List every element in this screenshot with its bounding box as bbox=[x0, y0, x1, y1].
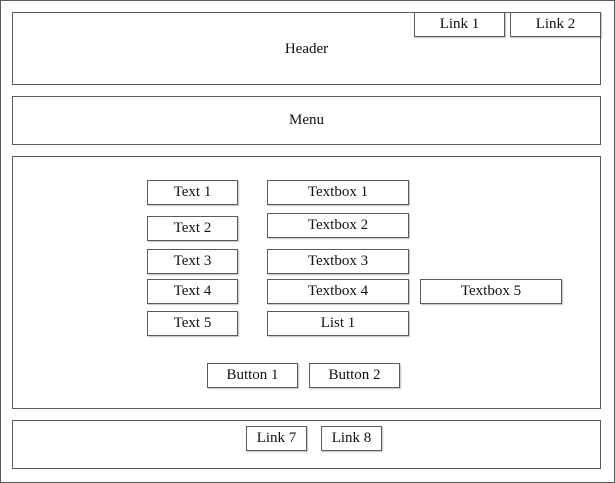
textbox-3[interactable]: Textbox 3 bbox=[267, 249, 409, 274]
text-label-2: Text 2 bbox=[147, 216, 238, 241]
list-1[interactable]: List 1 bbox=[267, 311, 409, 336]
textbox-2[interactable]: Textbox 2 bbox=[267, 213, 409, 238]
header-link-1[interactable]: Link 1 bbox=[414, 12, 505, 37]
button-1[interactable]: Button 1 bbox=[207, 363, 298, 388]
menu-title: Menu bbox=[289, 112, 324, 128]
text-label-3: Text 3 bbox=[147, 249, 238, 274]
text-label-1: Text 1 bbox=[147, 180, 238, 205]
header-title: Header bbox=[284, 41, 329, 57]
text-label-5: Text 5 bbox=[147, 311, 238, 336]
header-link-2[interactable]: Link 2 bbox=[510, 12, 601, 37]
text-label-4: Text 4 bbox=[147, 279, 238, 304]
footer-link-7[interactable]: Link 7 bbox=[246, 426, 307, 451]
button-2[interactable]: Button 2 bbox=[309, 363, 400, 388]
textbox-5[interactable]: Textbox 5 bbox=[420, 279, 562, 304]
footer-link-8[interactable]: Link 8 bbox=[321, 426, 382, 451]
menu-panel: Menu bbox=[12, 96, 601, 145]
textbox-1[interactable]: Textbox 1 bbox=[267, 180, 409, 205]
textbox-4[interactable]: Textbox 4 bbox=[267, 279, 409, 304]
